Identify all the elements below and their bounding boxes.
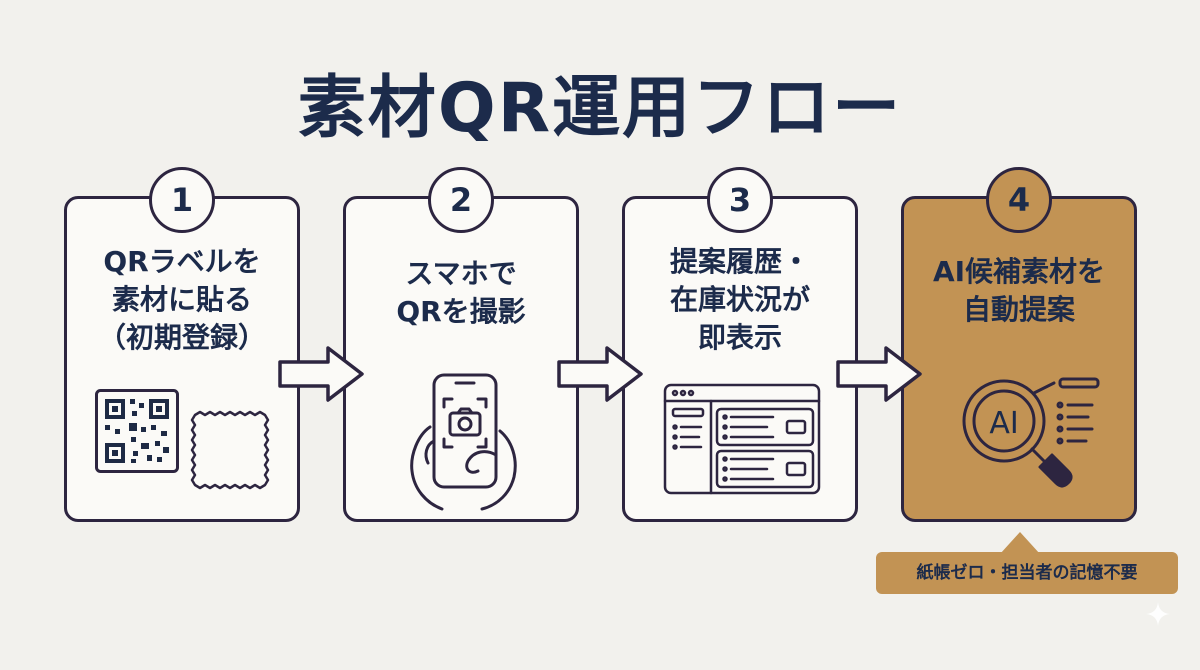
step-card-1: 1 QRラベルを 素材に貼る （初期登録）: [64, 167, 300, 522]
step-card-3: 3 提案履歴・ 在庫状況が 即表示: [622, 167, 858, 522]
ai-magnifier-icon: AI: [962, 377, 1100, 488]
page-title: 素材QR運用フロー: [297, 69, 903, 148]
step-card-2: 2 スマホで QRを撮影: [343, 167, 579, 522]
step-3-line-1: 提案履歴・: [669, 245, 810, 278]
step-2-line-2: QRを撮影: [396, 295, 526, 328]
step-card-4: 4 AI候補素材を 自動提案 AI: [901, 167, 1137, 522]
step-2-line-1: スマホで: [405, 257, 517, 290]
step-3-line-2: 在庫状況が: [669, 283, 810, 316]
ai-badge-text: AI: [989, 406, 1018, 441]
step-4-line-2: 自動提案: [962, 293, 1075, 326]
step-label-4: AI候補素材を 自動提案: [904, 253, 1134, 329]
right-arrow-icon: [836, 346, 922, 402]
step-number-4: 4: [986, 167, 1052, 233]
sample-swatch-icon: [190, 410, 270, 490]
note-pointer: [1000, 532, 1040, 554]
right-arrow-icon: [278, 346, 364, 402]
step-label-1: QRラベルを 素材に貼る （初期登録）: [67, 243, 297, 357]
step-number-1: 1: [149, 167, 215, 233]
dashboard-screen-icon: [663, 383, 821, 495]
note-badge: 紙帳ゼロ・担当者の記憶不要: [876, 552, 1178, 594]
step-label-3: 提案履歴・ 在庫状況が 即表示: [625, 243, 855, 357]
step-4-line-1: AI候補素材を: [932, 255, 1106, 288]
step-3-line-3: 即表示: [697, 321, 782, 354]
smartphone-camera-icon: [410, 373, 517, 511]
step-number-2: 2: [428, 167, 494, 233]
step-1-line-3: （初期登録）: [97, 321, 266, 354]
step-1-line-2: 素材に貼る: [111, 283, 252, 316]
qr-code-icon: [95, 389, 179, 473]
right-arrow-icon: [557, 346, 643, 402]
step-number-3: 3: [707, 167, 773, 233]
sparkle-icon: [1146, 602, 1170, 626]
step-label-2: スマホで QRを撮影: [346, 255, 576, 331]
step-1-line-1: QRラベルを: [103, 245, 261, 278]
